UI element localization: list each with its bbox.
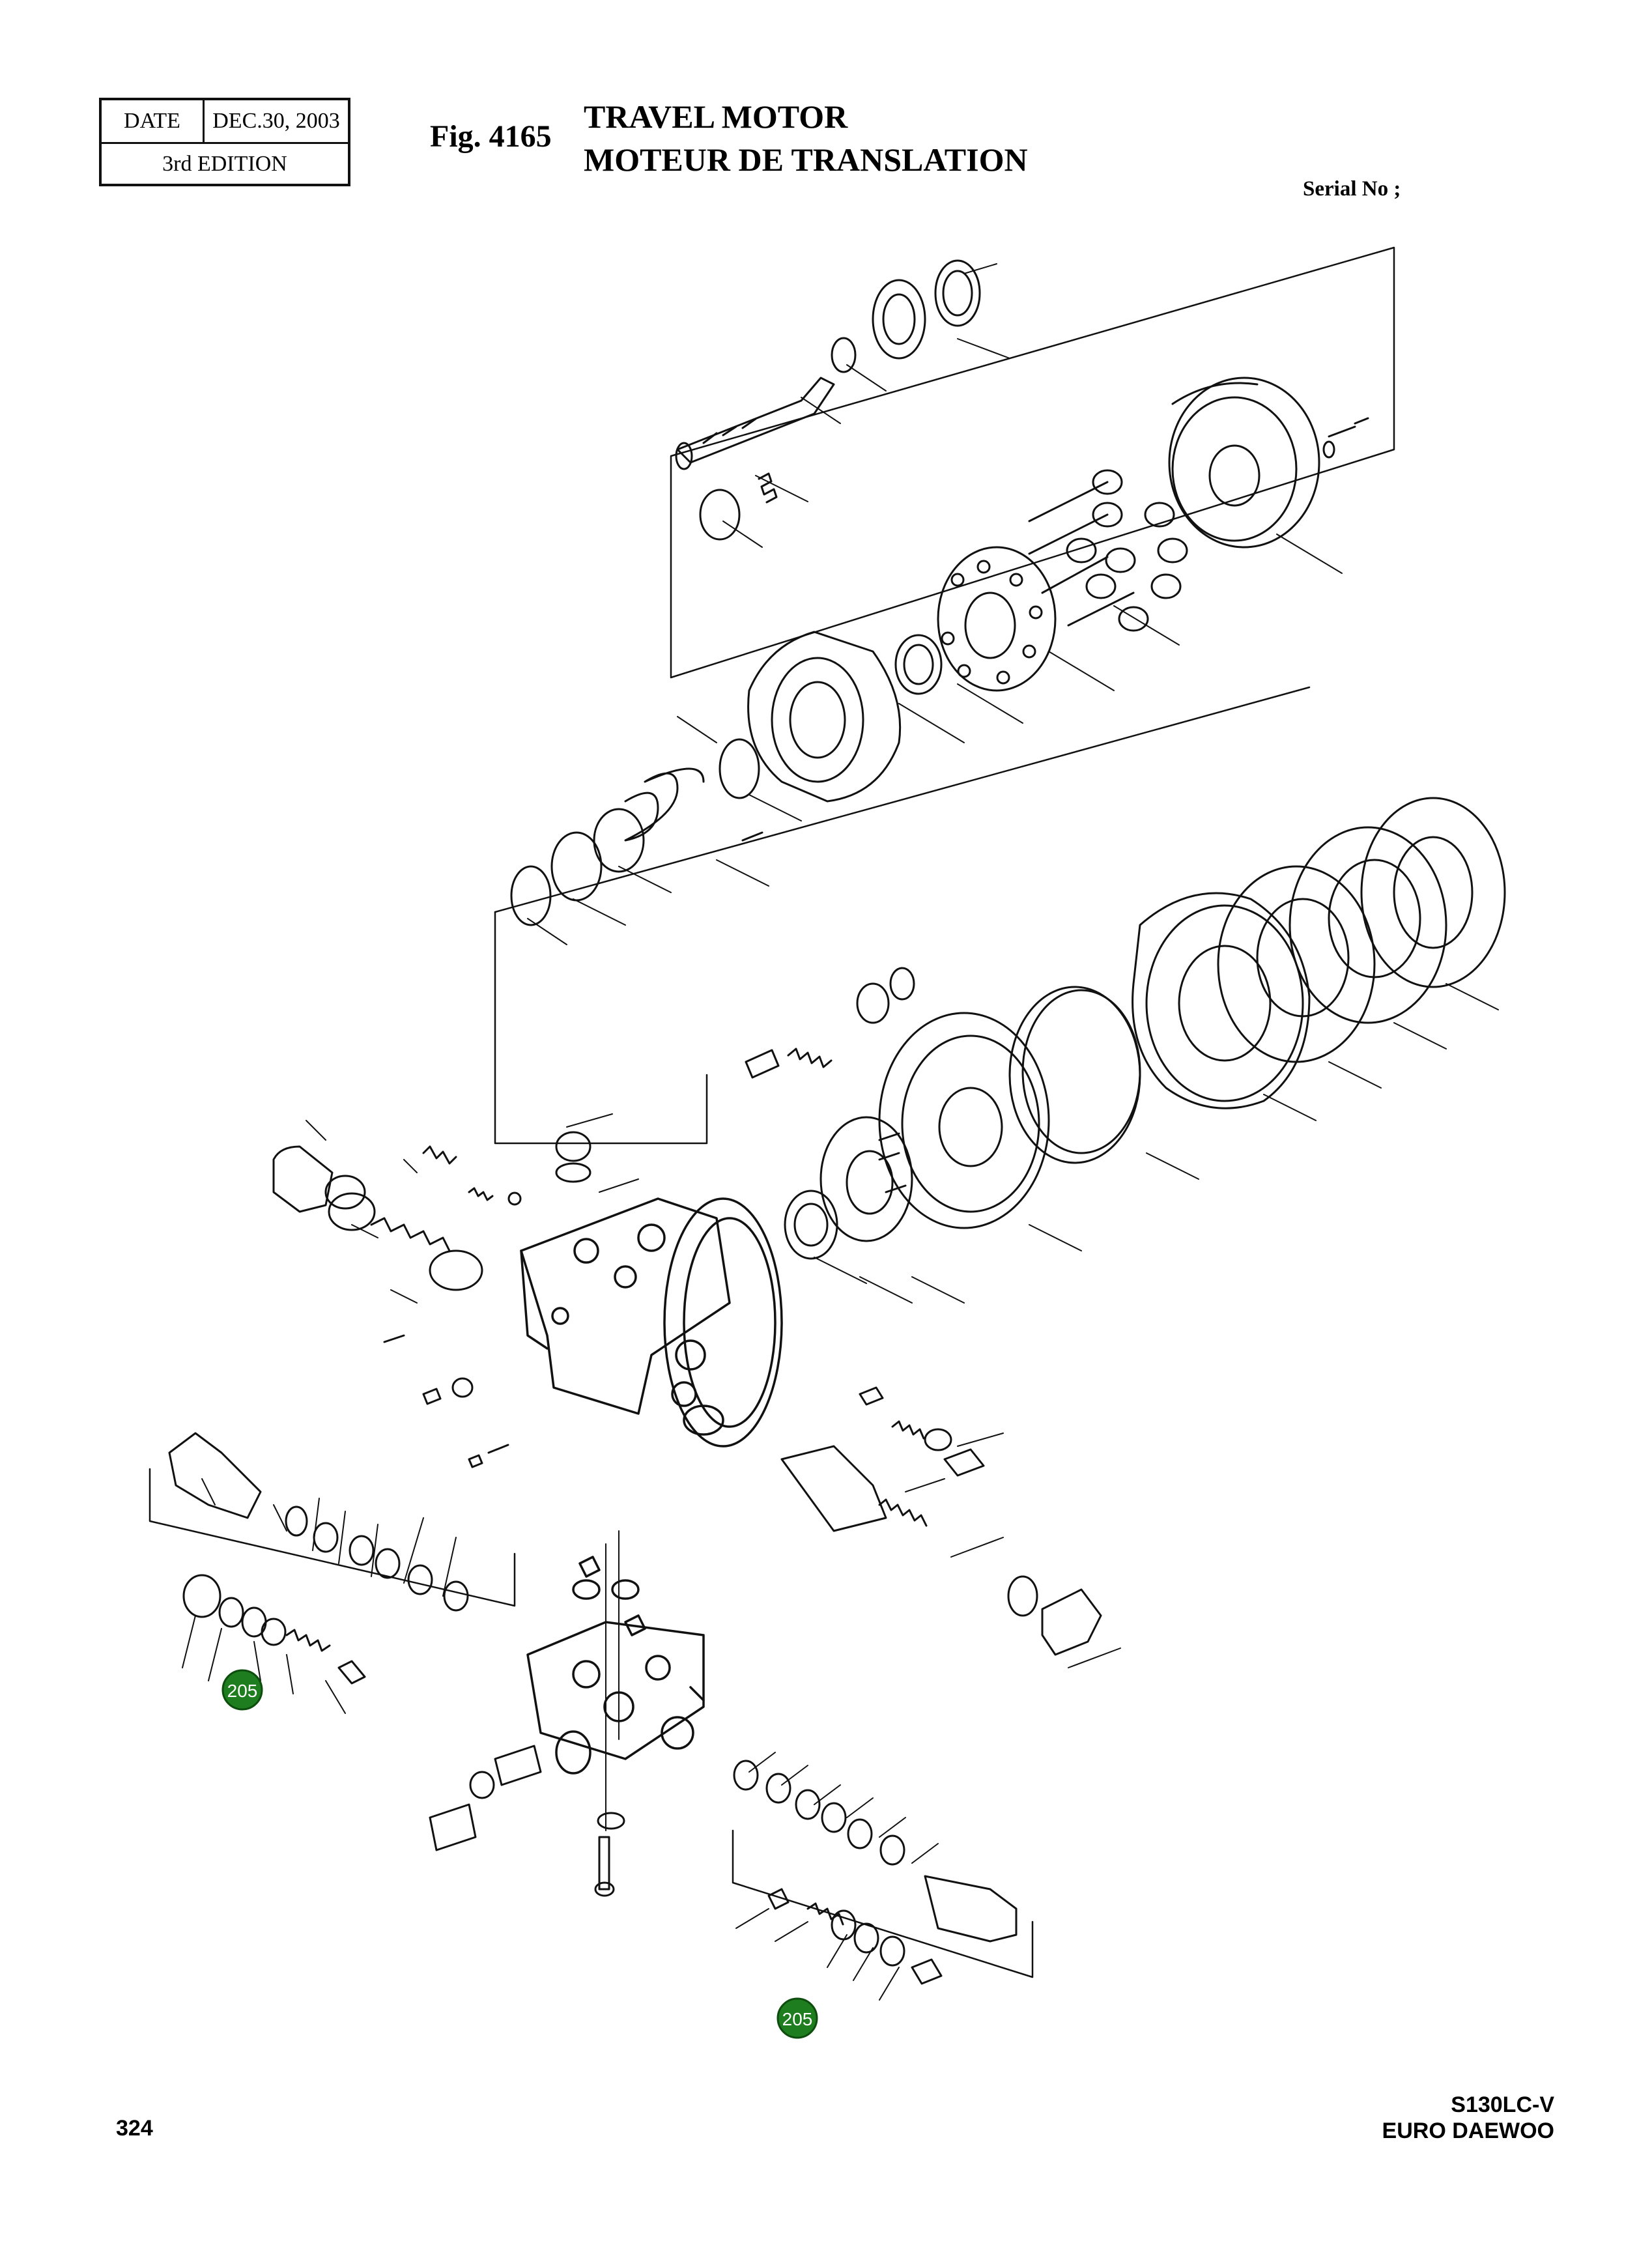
bottom-bolts — [429, 1745, 625, 1897]
relief-valve-lower-left — [168, 1432, 469, 1685]
large-o-ring — [1008, 986, 1141, 1164]
callout-label: 205 — [227, 1681, 258, 1701]
brand-name: EURO DAEWOO — [1382, 2118, 1554, 2143]
brake-piston — [878, 1012, 1050, 1229]
relief-valve-top — [745, 967, 915, 1079]
callout-label: 205 — [782, 2009, 813, 2029]
swash-plate — [937, 546, 1057, 692]
callout-badge-left: 205 — [221, 1669, 263, 1711]
cylinder-block — [747, 631, 943, 803]
lower-valve-block — [526, 1556, 705, 1775]
right-spool-set — [780, 1386, 1102, 1656]
motor-housing — [520, 1197, 783, 1448]
left-fittings — [272, 1131, 591, 1468]
serial-number-label: Serial No ; — [1303, 177, 1401, 201]
callout-badge-right: 205 — [776, 1997, 818, 2039]
page-subtitle: MOTEUR DE TRANSLATION — [584, 141, 1028, 178]
small-spring-top — [699, 472, 778, 541]
brake-discs — [1132, 797, 1506, 1109]
model-name: S130LC-V — [1451, 2092, 1554, 2117]
group-frames — [149, 246, 1395, 1978]
bearing-top — [831, 259, 981, 373]
edition-label: 3rd EDITION — [162, 152, 287, 176]
output-shaft — [675, 377, 835, 470]
date-value: DEC.30, 2003 — [212, 109, 340, 133]
relief-valve-lower-right — [733, 1760, 1018, 1985]
figure-number: Fig. 4165 — [430, 119, 552, 154]
date-label: DATE — [102, 100, 205, 142]
motor-cover — [1168, 377, 1369, 549]
valve-plate — [784, 1116, 913, 1260]
leader-lines — [182, 263, 1499, 2001]
date-row: DATE DEC.30, 2003 — [102, 100, 348, 144]
pistons — [1028, 469, 1188, 632]
page-title: TRAVEL MOTOR — [584, 98, 848, 135]
page-number: 324 — [116, 2116, 153, 2141]
date-edition-box: DATE DEC.30, 2003 3rd EDITION — [99, 98, 350, 186]
